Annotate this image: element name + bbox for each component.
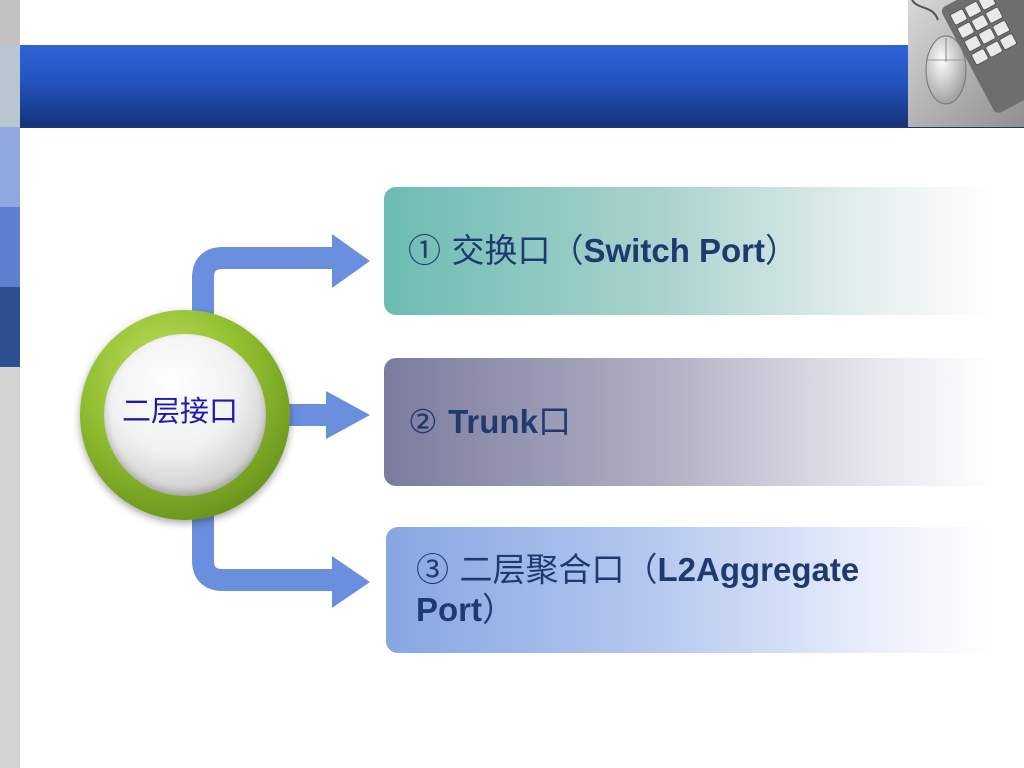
item-marker: ② xyxy=(408,402,438,442)
item-text: ① 交换口（Switch Port） xyxy=(408,231,798,271)
item-latin: Trunk xyxy=(448,403,538,441)
strip-segment xyxy=(0,0,20,45)
strip-segment xyxy=(0,127,20,207)
connector-lower xyxy=(192,510,338,591)
hub-label: 二层接口 xyxy=(121,394,238,428)
keyboard-mouse-photo-icon xyxy=(908,0,1024,127)
item-text: ② Trunk口 xyxy=(408,402,571,442)
hub-center xyxy=(104,334,266,496)
item-tail: 口 xyxy=(537,402,571,442)
item-cjk: 二层聚合口（ xyxy=(449,550,658,590)
banner-divider xyxy=(20,126,1024,128)
strip-segment xyxy=(0,367,20,768)
strip-segment xyxy=(0,207,20,287)
item-tail: ） xyxy=(765,231,799,271)
item-tail: ） xyxy=(482,590,515,629)
header-banner xyxy=(20,45,910,127)
item-switch-port: ① 交换口（Switch Port） xyxy=(384,187,994,315)
item-cjk: 交换口（ xyxy=(441,231,584,271)
item-latin: L2Aggregate Port xyxy=(416,551,860,628)
connector-middle xyxy=(285,404,330,426)
item-marker: ① xyxy=(408,231,441,271)
item-text: ③ 二层聚合口（L2Aggregate Port） xyxy=(416,550,961,629)
connector-upper xyxy=(192,247,338,318)
item-trunk-port: ② Trunk口 xyxy=(384,358,994,486)
strip-segment xyxy=(0,287,20,367)
arrow-head-1 xyxy=(332,234,370,288)
strip-segment xyxy=(0,45,20,127)
item-marker: ③ xyxy=(416,550,449,590)
arrow-head-3 xyxy=(332,556,370,608)
arrow-head-2 xyxy=(326,391,370,439)
left-decor-strip xyxy=(0,0,20,768)
item-l2-aggregate-port: ③ 二层聚合口（L2Aggregate Port） xyxy=(386,527,994,653)
item-cjk xyxy=(438,402,449,441)
item-latin: Switch Port xyxy=(583,232,766,270)
